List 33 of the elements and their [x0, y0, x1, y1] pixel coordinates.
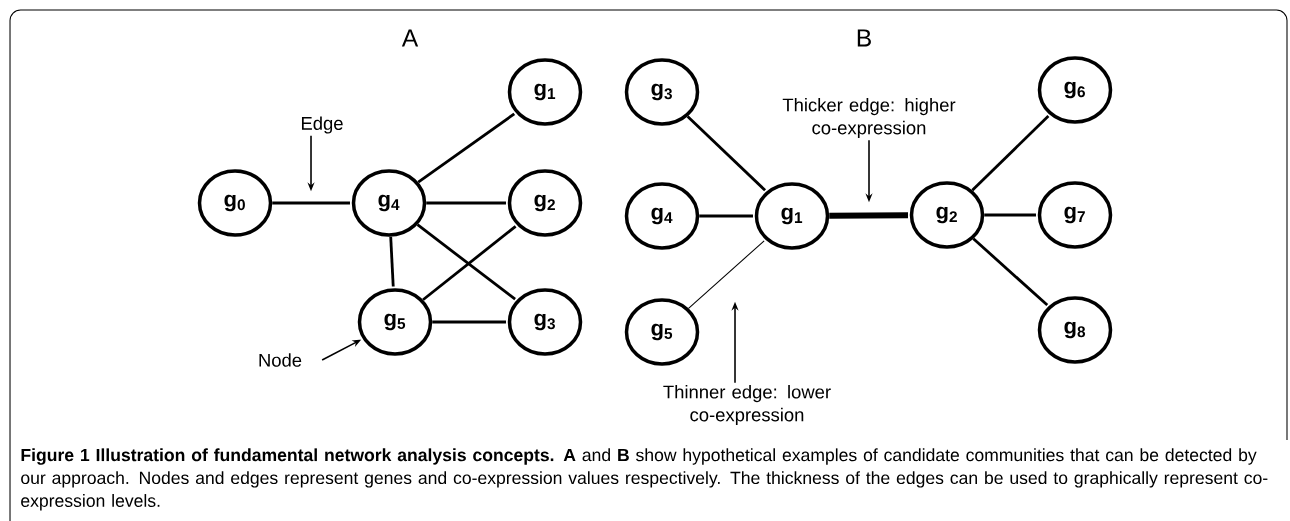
gene-node: g$_{5}$: [624, 298, 700, 366]
gene-node: g$_{0}$: [197, 169, 273, 237]
annotation-text: Edge: [302, 116, 343, 134]
network-edge: [417, 112, 516, 184]
gene-node: g$_{5}$: [357, 288, 433, 356]
panel-label: A: [401, 29, 419, 47]
network-edge: [971, 114, 1050, 192]
network-edge: [389, 236, 395, 287]
network-edge: [272, 201, 350, 205]
gene-node: g$_{1}$: [507, 58, 583, 126]
network-edge: [426, 201, 506, 205]
annotation-text: Node: [259, 353, 302, 367]
network-edge: [686, 115, 767, 192]
gene-node: g$_{3}$: [507, 288, 583, 356]
gene-node: g$_{7}$: [1037, 181, 1113, 249]
gene-node: g$_{1}$: [754, 182, 830, 250]
network-edge: [984, 213, 1036, 217]
gene-node: g$_{8}$: [1037, 296, 1113, 364]
gene-node: g$_{3}$: [624, 58, 700, 126]
network-edge: [688, 240, 765, 309]
caption: Figure 1 Illustration of fundamental network analysis concepts. A and B show hypothetical examples of candidate communities that can be detected by our approach. Nodes and edges represent genes and co-expression values respectively. The thickness of the edges can be used to graphically represent co-expression levels.: [21, 448, 1268, 511]
network-edge: [972, 237, 1049, 307]
gene-node: g$_{2}$: [909, 181, 985, 249]
gene-node: g$_{4}$: [624, 182, 700, 250]
gene-node: g$_{4}$: [351, 169, 427, 237]
annotation-text: Thicker edge: higher co-expression: [782, 98, 956, 138]
network-edge: [699, 214, 753, 218]
network-edge: [829, 212, 908, 219]
panel-label: B: [857, 29, 871, 47]
gene-node: g$_{2}$: [507, 169, 583, 237]
annotation-text: Thinner edge: lower co-expression: [663, 384, 831, 425]
gene-node: g$_{6}$: [1037, 56, 1113, 124]
network-edge: [432, 320, 506, 324]
